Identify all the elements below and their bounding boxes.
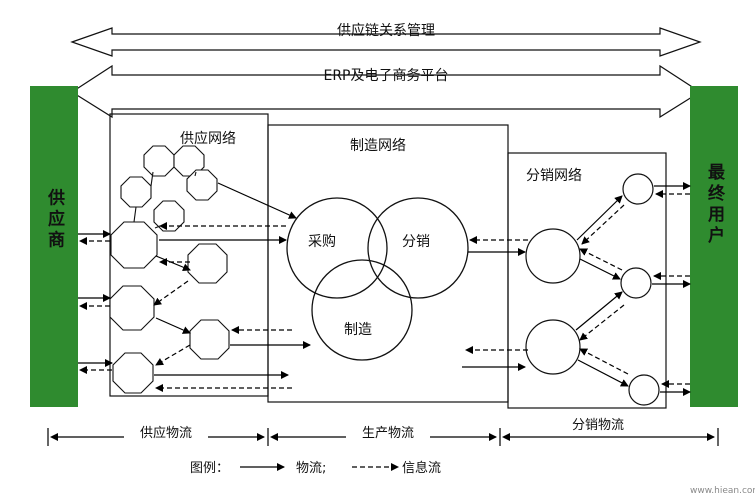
material-arrow (155, 317, 191, 334)
distribution-circle (367, 197, 469, 299)
supply-node-large (110, 221, 158, 269)
label-bg (346, 424, 430, 442)
supplier-bar (30, 86, 78, 407)
supply-node-large (112, 352, 154, 394)
procurement-circle (286, 197, 388, 299)
arrowhead-left (502, 433, 510, 441)
legend-material-label: 物流; (296, 461, 326, 476)
span-start-heads (50, 433, 510, 441)
arrowhead-left (50, 433, 58, 441)
distribution-circle-label: 分销 (402, 234, 430, 250)
crm-arrow (70, 27, 702, 57)
supplier-label: 供应商 (44, 187, 66, 251)
supply-node-tree (109, 145, 230, 394)
procurement-label: 采购 (308, 234, 336, 250)
label-bg (124, 424, 208, 442)
info-arrow (155, 344, 191, 366)
manufacturing-network-box (267, 124, 509, 403)
supply-node-large (189, 319, 230, 360)
tree-link (150, 171, 154, 187)
production-logistics-label: 生产物流 (362, 426, 414, 441)
info-arrow (153, 280, 189, 306)
supply-node-small (120, 176, 152, 208)
material-arrow (576, 195, 623, 241)
distribution-network-box (507, 152, 667, 409)
info-arrow (579, 304, 625, 341)
distribution-node-small (628, 374, 660, 406)
crm-arrow-label: 供应链关系管理 (337, 22, 435, 39)
distribution-node-small (620, 267, 652, 299)
end-user-bar (690, 86, 738, 407)
supply-node-large (109, 285, 155, 331)
info-arrow (581, 204, 625, 245)
distribution-node-large (525, 319, 581, 375)
erp-arrow-label: ERP及电子商务平台 (323, 68, 448, 84)
supply-node-small (143, 145, 175, 177)
material-arrow (577, 359, 629, 387)
end-user-label: 最终用户 (704, 163, 725, 247)
supply-network-label: 供应网络 (180, 130, 236, 147)
material-arrow (575, 291, 623, 331)
legend-title: 图例： (190, 461, 229, 476)
material-arrow (155, 255, 191, 272)
distribution-node-large (525, 228, 581, 284)
watermark: www.hiean.com (690, 486, 755, 496)
info-arrow (579, 248, 623, 271)
distribution-node-small (622, 173, 654, 205)
distribution-nodes (525, 173, 660, 406)
supply-logistics-label: 供应物流 (140, 425, 192, 441)
distribution-network-label: 分销网络 (526, 168, 582, 184)
manufacturing-circle (311, 259, 413, 361)
manufacturing-network-label: 制造网络 (350, 138, 406, 154)
supply-node-large (187, 243, 228, 284)
legend-info-label: 信息流 (402, 460, 441, 476)
info-arrow (579, 348, 629, 375)
material-arrow (579, 258, 621, 280)
info-flow-arrows (79, 190, 690, 392)
tree-link (194, 171, 197, 177)
manufacturing-circle-label: 制造 (344, 322, 372, 338)
distribution-logistics-label: 分销物流 (572, 418, 624, 433)
material-arrow (217, 182, 297, 219)
supply-node-small (186, 169, 218, 201)
material-flow-arrows (78, 182, 691, 396)
label-bg (556, 416, 640, 434)
tree-link (133, 206, 137, 223)
arrowhead-left (270, 433, 278, 441)
